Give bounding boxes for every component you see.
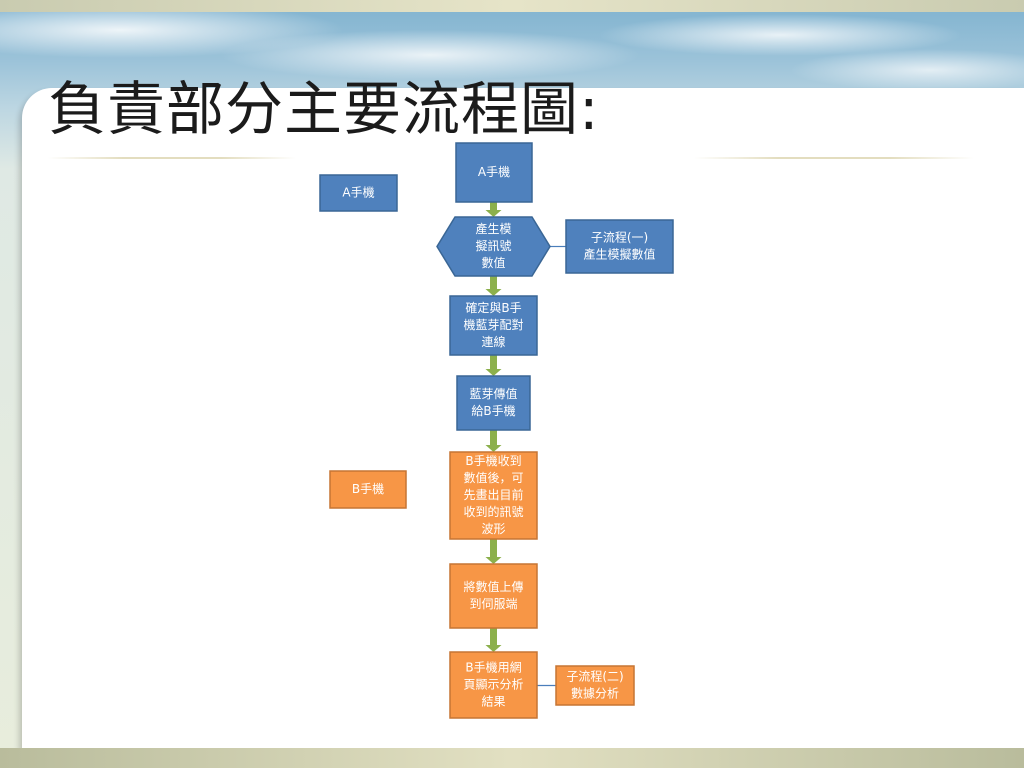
node-label-line: 結果 (481, 695, 505, 709)
node-label-line: B手機 (352, 481, 384, 496)
node-a-phone: A手機 (455, 142, 533, 203)
flow-arrow (485, 276, 502, 296)
node-label-line: 確定與B手 (465, 300, 521, 315)
node-label-line: 到伺服端 (469, 597, 517, 611)
node-label-line: 頁顯示分析 (463, 678, 523, 692)
node-label-line: 擬訊號 (475, 238, 511, 253)
node-label-line: 藍芽傳值 (469, 386, 517, 401)
node-shape (456, 375, 531, 431)
node-shape (565, 219, 674, 274)
node-sub1: 子流程(一) 產生模擬數值 (565, 219, 674, 274)
slide-title: 負責部分主要流程圖: (48, 75, 600, 143)
node-label-b: B手機 (329, 470, 407, 509)
node-label-line: 先畫出目前 (463, 487, 523, 502)
node-shape (436, 216, 551, 277)
node-label-line: 數值 (481, 255, 505, 270)
node-label-line: A手機 (342, 185, 374, 200)
flow-arrow (485, 430, 502, 452)
node-sub2: 子流程(二) 數據分析 (555, 665, 635, 706)
title-rule-right (694, 157, 974, 159)
flow-arrow (485, 355, 502, 376)
node-shape (449, 451, 538, 540)
arrows (485, 202, 502, 652)
node-label-line: 產生模 (475, 221, 511, 236)
node-shape (329, 470, 407, 509)
node-shape (449, 563, 538, 629)
node-label-line: 連線 (481, 334, 505, 349)
node-label-line: 數據分析 (571, 687, 619, 701)
node-label-line: B手機用網 (465, 660, 521, 675)
node-label-line: 將數值上傳 (463, 579, 523, 594)
node-label-line: 給B手機 (471, 403, 515, 418)
flow-arrow (485, 539, 502, 564)
node-label-line: A手機 (478, 164, 510, 179)
node-label-line: 產生模擬數值 (583, 247, 655, 262)
node-label-line: 波形 (481, 522, 505, 536)
flow-arrow (485, 628, 502, 652)
node-shape (449, 651, 538, 719)
node-label-line: 子流程(一) (591, 230, 648, 245)
node-label-line: B手機收到 (465, 453, 521, 468)
title-rule-left (48, 157, 296, 159)
node-shape (449, 295, 538, 356)
bottom-band (0, 748, 1024, 768)
node-shape (319, 174, 398, 212)
flow-arrow (485, 202, 502, 217)
connectors (537, 245, 566, 687)
node-label-line: 子流程(二) (566, 669, 623, 684)
node-label-line: 機藍芽配對 (463, 317, 523, 332)
node-label-line: 收到的訊號 (463, 504, 523, 519)
node-shape (555, 665, 635, 706)
node-shape (455, 142, 533, 203)
node-label-line: 數值後，可 (463, 470, 523, 485)
node-label-a: A手機 (319, 174, 398, 212)
top-band (0, 0, 1024, 12)
